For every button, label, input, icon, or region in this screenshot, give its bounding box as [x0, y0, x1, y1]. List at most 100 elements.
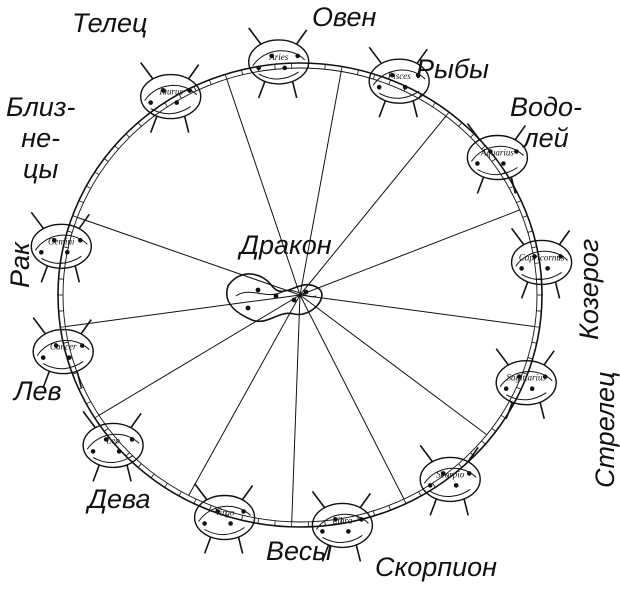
ring-tick [125, 133, 130, 138]
ring-tick [491, 428, 497, 432]
figure-libra: Libra [311, 490, 374, 562]
figure-limbs [419, 444, 479, 516]
spoke-line [98, 294, 301, 416]
inscription-scorpio: Scorpio [436, 469, 464, 479]
ring-tick [257, 518, 260, 524]
ring-tick [125, 452, 130, 457]
inscription-capricorn: Capricornus [519, 252, 565, 262]
ring-tick [481, 440, 486, 445]
ring-tick [241, 515, 244, 521]
star-dot [558, 254, 563, 259]
figure-body [368, 58, 430, 104]
ring-tick [178, 491, 182, 497]
star-dot [291, 297, 297, 303]
star-dot [103, 437, 109, 442]
star-dot [320, 529, 325, 534]
spoke-line [188, 294, 301, 496]
label-sagittarius: Стрелец [590, 371, 620, 488]
ring-tick [224, 74, 228, 80]
ring-tick [94, 414, 100, 419]
figure-pisces: Pisces [368, 46, 430, 118]
label-scorpio: Скорпион [375, 552, 498, 582]
spoke-line [299, 71, 342, 296]
star-dot [65, 250, 70, 255]
figure-gemini: Gemini [30, 211, 92, 283]
figure-aquarius: Aquarius [466, 123, 529, 194]
figure-body [510, 239, 573, 286]
figure-limbs [32, 317, 92, 388]
ring-tick [274, 64, 276, 70]
ring-tick [114, 440, 119, 445]
star-dot [79, 343, 85, 348]
star-dot [532, 254, 537, 259]
ring-tick [458, 463, 463, 468]
figure-body [30, 223, 92, 270]
figure-hatching [470, 145, 524, 175]
figure-body [419, 456, 481, 503]
ring-tick [418, 491, 422, 497]
ring-tick [63, 246, 69, 249]
spoke-line [77, 216, 301, 296]
figure-hatching [36, 339, 90, 370]
label-libra: Весы [266, 536, 333, 566]
star-dot [78, 238, 83, 243]
figure-leo: Leo [82, 410, 144, 482]
inscription-aquarius: Aquarius [480, 148, 515, 158]
ring-tick [340, 66, 343, 72]
ring-tick [324, 64, 326, 70]
star-dot [255, 287, 261, 293]
ring-tick [86, 185, 91, 189]
star-dot [215, 509, 220, 514]
label-gemini: Близ- не- цы [6, 92, 76, 184]
ring-tick [94, 171, 100, 176]
figure-limbs [140, 62, 200, 133]
spoke-line [299, 294, 535, 328]
ring-tick [372, 74, 376, 80]
inscription-leo: Leo [105, 435, 120, 445]
ring-tick [67, 230, 73, 233]
figure-body [82, 422, 144, 469]
ring-tick [534, 326, 540, 328]
star-dot [40, 355, 46, 360]
ring-tick [432, 102, 436, 108]
spokes [65, 71, 535, 522]
ring-tick [324, 520, 326, 526]
star-dot [440, 471, 446, 476]
spoke-line [226, 78, 301, 296]
label-taurus: Телец [72, 8, 148, 38]
star-dot [389, 72, 395, 78]
star-dot [376, 84, 382, 90]
star-dot [116, 449, 122, 454]
ring-tick [470, 133, 475, 138]
star-dot [273, 293, 279, 299]
label-dragon: Дракон [240, 230, 332, 260]
star-dot [453, 483, 459, 488]
star-dot [503, 386, 509, 391]
star-dot [174, 100, 179, 105]
figure-sagittarius: Sagittarius [495, 348, 557, 419]
ecliptic-ring [57, 62, 543, 528]
ring-tick [522, 372, 528, 375]
star-dot [303, 289, 309, 295]
ring-tick [78, 200, 84, 204]
ring-tick [224, 510, 228, 516]
star-dot [359, 517, 364, 522]
star-dot [52, 238, 57, 243]
inscription-gemini: Gemini [48, 236, 75, 246]
star-dot [66, 355, 72, 360]
ring-tick [531, 341, 537, 344]
figure-limbs [495, 348, 555, 419]
ring-tick [458, 122, 463, 127]
spoke-line [299, 294, 488, 436]
ring-tick [388, 79, 392, 85]
label-capricorn: Козерог [574, 238, 604, 340]
figure-body [193, 494, 256, 541]
ring-tick [137, 463, 142, 468]
star-dot [519, 266, 524, 271]
figure-hatching [144, 84, 198, 115]
inscription-taurus: Taurus [158, 87, 183, 97]
spoke-line [65, 294, 301, 328]
ring-tick [516, 200, 522, 204]
